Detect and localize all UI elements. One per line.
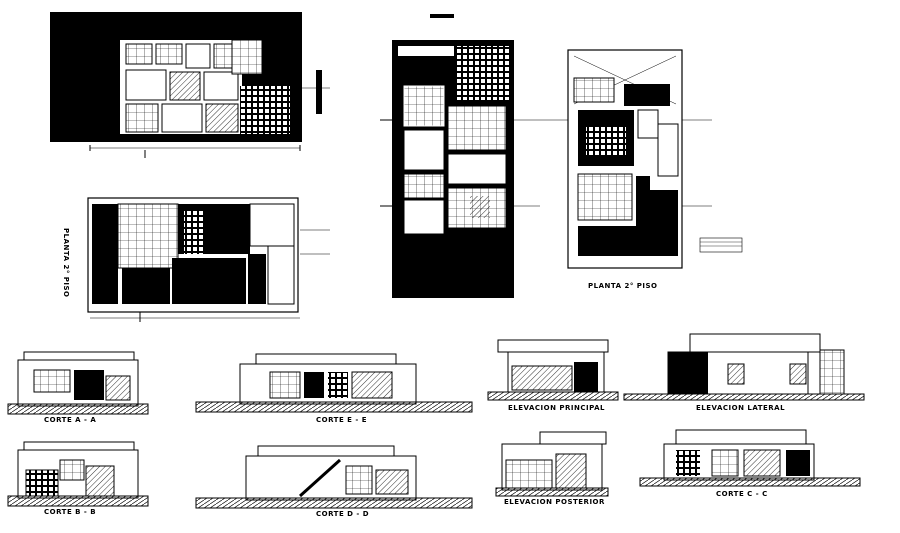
- elevation-posterior-drawing: [495, 431, 609, 497]
- section-ee-drawing: [195, 353, 473, 413]
- section-label-ee: CORTE E - E: [316, 416, 367, 424]
- section-label-cc: CORTE C - C: [716, 490, 768, 498]
- section-aa-drawing: [7, 351, 149, 415]
- plan-label-second-floor: PLANTA 2° PISO: [588, 282, 658, 290]
- elevation-lateral-drawing: [623, 333, 865, 401]
- section-cc-drawing: [639, 429, 861, 487]
- section-label-bb: CORTE B - B: [44, 508, 97, 516]
- plan-label-second-floor-side: PLANTA 2° PISO: [62, 228, 70, 298]
- section-bb-drawing: [7, 441, 149, 507]
- section-dd-drawing: [195, 445, 473, 509]
- elevation-principal-drawing: [487, 339, 619, 401]
- elevation-label-principal: ELEVACION PRINCIPAL: [508, 404, 605, 412]
- floor-plan-second-floor-right: [540, 49, 743, 269]
- section-label-dd: CORTE D - D: [316, 510, 370, 518]
- elevation-label-posterior: ELEVACION POSTERIOR: [504, 498, 605, 506]
- floor-plan-second-floor-left: [87, 197, 330, 322]
- floor-plan-center: [380, 14, 540, 298]
- elevation-label-lateral: ELEVACION LATERAL: [696, 404, 786, 412]
- floor-plan-top-left: [50, 12, 330, 158]
- section-label-aa: CORTE A - A: [44, 416, 97, 424]
